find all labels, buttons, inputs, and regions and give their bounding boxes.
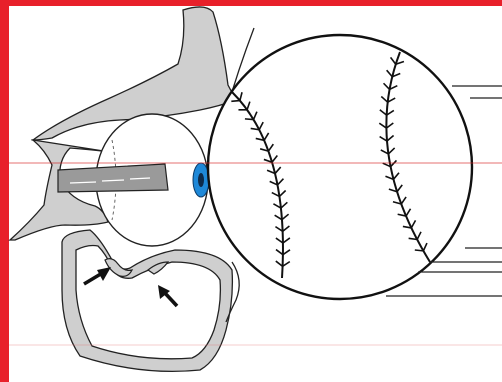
pupil <box>198 173 204 187</box>
eyeball <box>58 114 209 246</box>
ball-stitch <box>231 101 240 102</box>
inferior-rectus-muscle <box>58 164 168 192</box>
baseball <box>208 35 472 299</box>
ball-stitch <box>415 250 424 251</box>
ball-stitch <box>245 119 254 120</box>
